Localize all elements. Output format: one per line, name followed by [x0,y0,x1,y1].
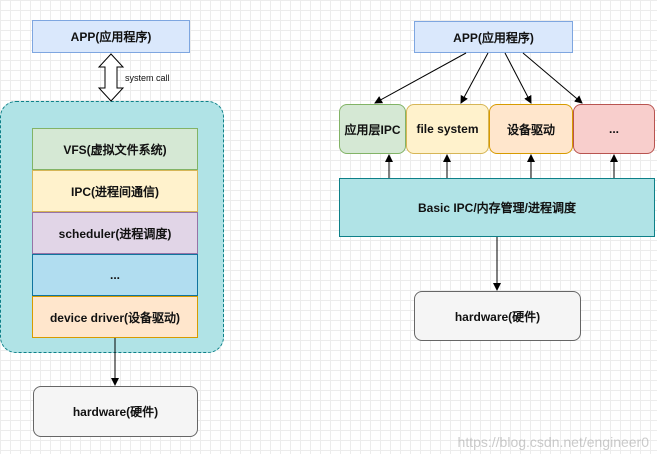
service-file-system: file system [406,104,489,154]
left-app-box: APP(应用程序) [32,20,190,53]
service-file-system-label: file system [416,122,479,136]
kernel-layer-ipc: IPC(进程间通信) [32,170,198,212]
kernel-layer-more-label: ... [109,268,120,282]
kernel-layer-scheduler: scheduler(进程调度) [32,212,198,254]
service-more: ... [573,104,655,154]
kernel-layer-device-driver-label: device driver(设备驱动) [49,310,181,325]
system-call-label: system call [125,73,170,83]
edge-app-to-app-ipc [374,52,467,104]
microkernel-box: Basic IPC/内存管理/进程调度 [339,178,655,237]
edge-app-to-more [522,52,583,104]
watermark: https://blog.csdn.net/engineer0 [457,434,649,450]
microkernel-label: Basic IPC/内存管理/进程调度 [417,201,577,215]
kernel-layer-ipc-label: IPC(进程间通信) [71,184,159,199]
service-app-ipc: 应用层IPC [339,104,406,154]
right-hardware-label: hardware(硬件) [454,309,541,324]
right-app-label: APP(应用程序) [453,30,534,45]
kernel-layer-scheduler-label: scheduler(进程调度) [58,226,172,241]
system-call-double-arrow [97,53,125,102]
service-device-driver: 设备驱动 [489,104,573,154]
left-hardware-box: hardware(硬件) [33,386,198,437]
left-app-label: APP(应用程序) [70,30,152,44]
service-more-label: ... [608,122,619,136]
service-device-driver-label: 设备驱动 [506,122,555,137]
edge-app-to-file-system [460,52,489,104]
kernel-layer-more: ... [32,254,198,296]
service-app-ipc-label: 应用层IPC [344,122,401,137]
edge-app-to-device-driver [504,52,532,104]
kernel-layer-vfs-label: VFS(虚拟文件系统) [63,142,167,157]
right-app-box: APP(应用程序) [414,21,573,53]
right-hardware-box: hardware(硬件) [414,291,581,341]
kernel-layer-vfs: VFS(虚拟文件系统) [32,128,198,170]
left-hardware-label: hardware(硬件) [72,405,159,419]
kernel-layer-device-driver: device driver(设备驱动) [32,296,198,338]
